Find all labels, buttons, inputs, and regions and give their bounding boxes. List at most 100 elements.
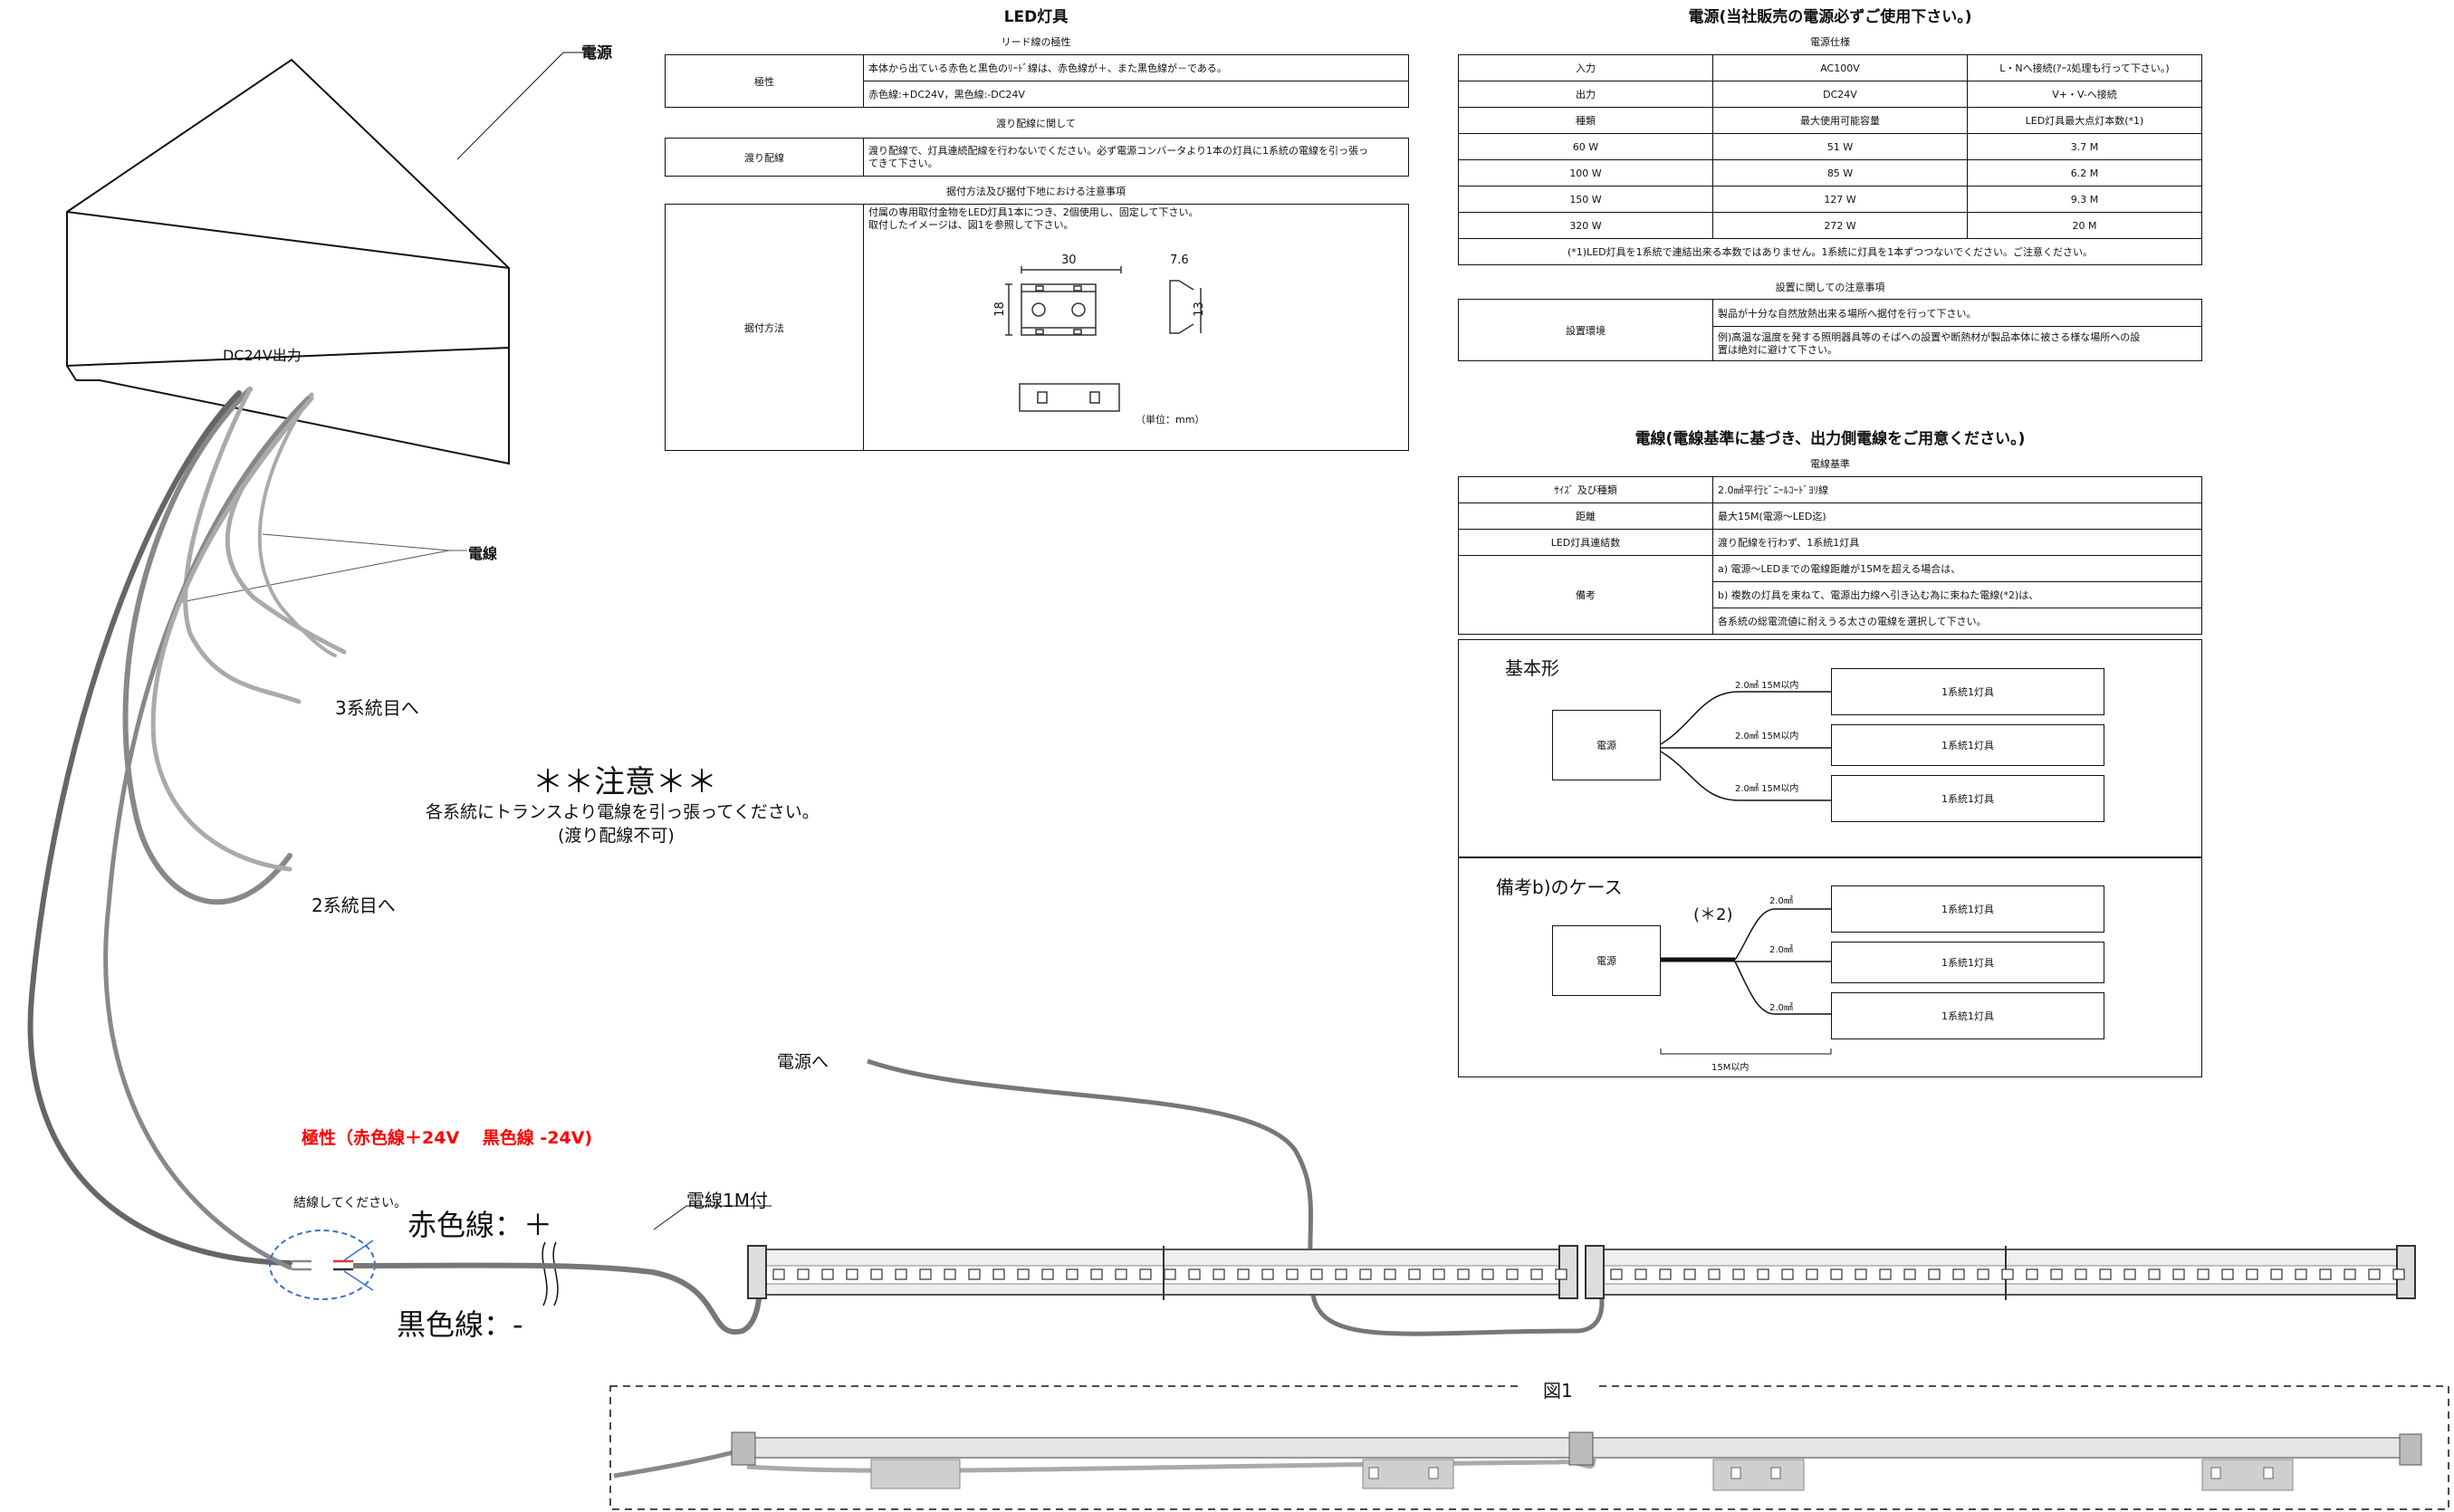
connection-wires — [292, 1259, 353, 1271]
led-chip — [1188, 1268, 1201, 1280]
figure-1-photo — [613, 1431, 2422, 1491]
connection-arrows — [343, 1239, 374, 1291]
mount-table: 据付方法 付属の専用取付金物をLED灯具1本につき、2個使用し、固定して下さい。… — [665, 204, 1409, 451]
power-spec-cell: LED灯具最大点灯本数(*1) — [1967, 107, 2202, 134]
case-marker: (＊2) — [1693, 905, 1733, 924]
power-supply-box — [66, 58, 510, 465]
case-wire-label-2: 2.0㎟ — [1769, 945, 1793, 955]
power-spec-note: (*1)LED灯具を1系統で連結出来る本数ではありません。1系統に灯具を1本ずつ… — [1458, 238, 2202, 265]
led-chip — [1261, 1268, 1274, 1280]
led-chip — [1610, 1268, 1623, 1280]
break-mark — [542, 1241, 559, 1306]
led-chip — [895, 1268, 907, 1280]
wire-spec-header: ｻｲｽﾞ 及び種類 — [1458, 476, 1713, 503]
power-spec-cell: 150 W — [1458, 186, 1713, 213]
led-chip — [2099, 1268, 2112, 1280]
led-lead-cable — [352, 1262, 762, 1335]
led-chip — [1090, 1268, 1103, 1280]
led-chip — [992, 1268, 1005, 1280]
led-chip — [1433, 1268, 1445, 1280]
crossover-text-2: てきて下さい。 — [868, 157, 938, 169]
route-3-label: 3系統目へ — [335, 697, 419, 719]
led-chip — [1683, 1268, 1696, 1280]
wire-length-leader — [653, 1205, 687, 1230]
install-header: 設置環境 — [1458, 299, 1713, 361]
power-spec-cell: 100 W — [1458, 159, 1713, 187]
case-wire-label-1: 2.0㎟ — [1769, 896, 1793, 906]
led-chip — [1757, 1268, 1769, 1280]
basic-power-box: 電源 — [1552, 710, 1661, 780]
remark-a: a) 電源～LEDまでの電線距離が15Mを超える場合は、 — [1712, 555, 2202, 582]
led-chip — [1530, 1268, 1543, 1280]
power-spec-cell: DC24V — [1712, 81, 1968, 108]
basic-wire-label-3: 2.0㎟ 15M以内 — [1735, 784, 1799, 794]
crossover-table: 渡り配線 渡り配線で、灯具連続配線を行わないでください。必ず電源コンバータより1… — [665, 138, 1409, 177]
wire-spec-row: LED灯具連結数渡り配線を行わず、1系統1灯具 — [1458, 529, 2202, 556]
figure-1-label: 図1 — [1521, 1376, 1595, 1402]
led-chip — [1659, 1268, 1672, 1280]
basic-system-box-2: 1系統1灯具 — [1831, 724, 2104, 766]
led-chip — [1977, 1268, 1989, 1280]
power-spec-cell: 127 W — [1712, 186, 1968, 213]
mount-text-1: 付属の専用取付金物をLED灯具1本につき、2個使用し、固定して下さい。 — [868, 206, 1199, 218]
install-text-1: 製品が十分な自然放熱出来る場所へ据付を行って下さい。 — [1712, 299, 2202, 327]
case-title: 備考b)のケース — [1496, 876, 1623, 898]
led-chip — [1481, 1268, 1494, 1280]
mount-subtitle: 据付方法及び据付下地における注意事項 — [946, 186, 1126, 197]
led-chip — [1310, 1268, 1323, 1280]
case-distance-label: 15M以内 — [1711, 1063, 1749, 1073]
basic-form-lines — [1660, 691, 1831, 801]
wire-subtitle: 電線基準 — [1810, 458, 1850, 470]
power-spec-cell: 51 W — [1712, 133, 1968, 160]
remark-c: 各系統の総電流値に耐えうる太さの電線を選択して下さい。 — [1712, 608, 2202, 635]
polarity-header: 極性 — [665, 54, 864, 108]
led-chip — [821, 1268, 834, 1280]
led-chip — [1506, 1268, 1519, 1280]
case-system-box-2: 1系統1灯具 — [1831, 942, 2104, 983]
power-spec-cell: V+・V-へ接続 — [1967, 81, 2202, 108]
wire-spec-row: 距離最大15M(電源～LED迄) — [1458, 502, 2202, 530]
case-panel — [1458, 856, 2202, 1077]
power-spec-cell: 最大使用可能容量 — [1712, 107, 1968, 134]
basic-form-title: 基本形 — [1505, 657, 1559, 679]
led-chip — [1017, 1268, 1030, 1280]
led-chip — [1952, 1268, 1965, 1280]
mount-text-2: 取付したイメージは、図1を参照して下さい。 — [868, 219, 1074, 231]
power-spec-cell: 20 M — [1967, 212, 2202, 239]
led-chip — [2392, 1268, 2405, 1280]
warning-line-1: 各系統にトランスより電線を引っ張ってください。 — [426, 802, 820, 822]
case-lines — [1660, 908, 1832, 1055]
basic-system-box-3: 1系統1灯具 — [1831, 775, 2104, 822]
wire-leader-lines — [180, 533, 467, 603]
led-chip — [944, 1268, 956, 1280]
basic-wire-label-2: 2.0㎟ 15M以内 — [1735, 732, 1799, 742]
remarks-header: 備考 — [1458, 555, 1713, 635]
led-chip — [2319, 1268, 2332, 1280]
output-cables — [27, 387, 347, 1270]
led-chip — [1237, 1268, 1250, 1280]
power-spec-cell: 9.3 M — [1967, 186, 2202, 213]
power-spec-cell: L・Nへ接続(ｱｰｽ処理も行って下さい。) — [1967, 54, 2202, 81]
power-spec-cell: 320 W — [1458, 212, 1713, 239]
wire-spec-header: LED灯具連結数 — [1458, 529, 1713, 556]
led-chip — [2197, 1268, 2210, 1280]
warning-title: ＊＊注意＊＊ — [532, 764, 717, 800]
led-chip — [919, 1268, 932, 1280]
led-chip — [2075, 1268, 2087, 1280]
remark-b: b) 複数の灯具を束ねて、電源出力線へ引き込む為に束ねた電線(*2)は、 — [1712, 581, 2202, 608]
led-chip — [870, 1268, 883, 1280]
unit-note: （単位：mm） — [1136, 414, 1205, 426]
led-chip — [2172, 1268, 2185, 1280]
crossover-header: 渡り配線 — [665, 138, 864, 177]
led-chip — [1066, 1268, 1078, 1280]
led-chip — [1732, 1268, 1745, 1280]
power-spec-cell: 85 W — [1712, 159, 1968, 187]
power-spec-cell: 60 W — [1458, 133, 1713, 160]
